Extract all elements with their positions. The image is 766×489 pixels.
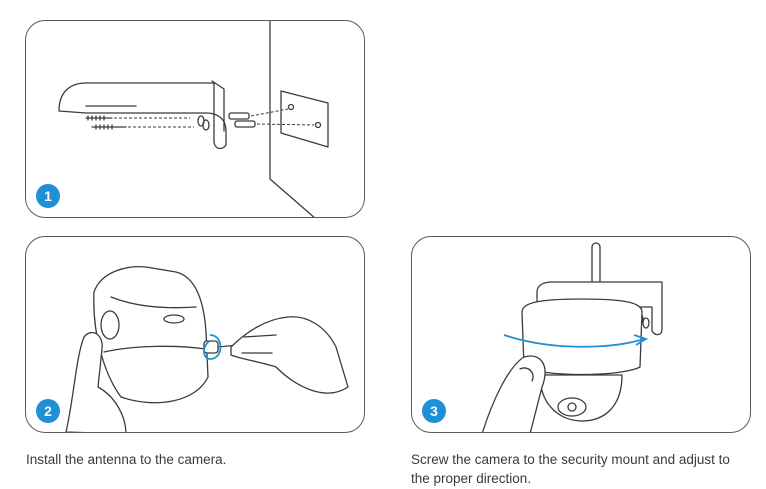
mount-hole-2 (642, 317, 650, 329)
camera-seam-2 (103, 345, 207, 353)
guide-4 (256, 123, 315, 126)
wall-corner-line (269, 21, 315, 217)
bracket-edge (211, 80, 225, 132)
right-hand (230, 316, 349, 394)
plate-hole-bottom (314, 121, 322, 129)
plate-hole-top (287, 103, 295, 111)
antenna-install-illustration (65, 266, 349, 432)
wall-plate (280, 90, 329, 148)
step-2-caption: Install the antenna to the camera. (26, 452, 227, 467)
mount-bracket-illustration (58, 21, 329, 217)
hand-finger (519, 367, 534, 382)
step-number-badge: 3 (422, 399, 446, 423)
anchor-2 (234, 120, 256, 128)
step-3-panel: 3 (411, 236, 751, 433)
step-number-badge: 2 (36, 399, 60, 423)
camera-seam-1 (110, 296, 197, 309)
camera-housing (521, 298, 643, 376)
step-number-badge: 1 (36, 184, 60, 208)
mount-bracket (536, 281, 663, 336)
anchor-1 (228, 112, 250, 120)
bracket-hole-2 (202, 119, 210, 131)
hand (481, 355, 546, 432)
guide-3 (250, 108, 289, 117)
step-2-panel: 2 (25, 236, 365, 433)
screw-2 (91, 124, 127, 130)
lens-center (567, 402, 577, 412)
step-3-caption: Screw the camera to the security mount a… (411, 452, 730, 486)
direction-arrow-icon (503, 334, 645, 348)
screw-1 (85, 115, 113, 121)
arrow-head (633, 334, 649, 346)
camera-mount-illustration (481, 242, 663, 432)
right-finger-1 (243, 334, 277, 338)
left-hand (65, 332, 127, 432)
antenna (591, 242, 601, 286)
camera-lens (557, 397, 587, 417)
bracket-body (58, 82, 227, 150)
camera-lens (100, 310, 120, 340)
rotate-arrow-icon (203, 334, 222, 360)
camera-port (163, 314, 185, 324)
step-1-panel: 1 (25, 20, 365, 218)
